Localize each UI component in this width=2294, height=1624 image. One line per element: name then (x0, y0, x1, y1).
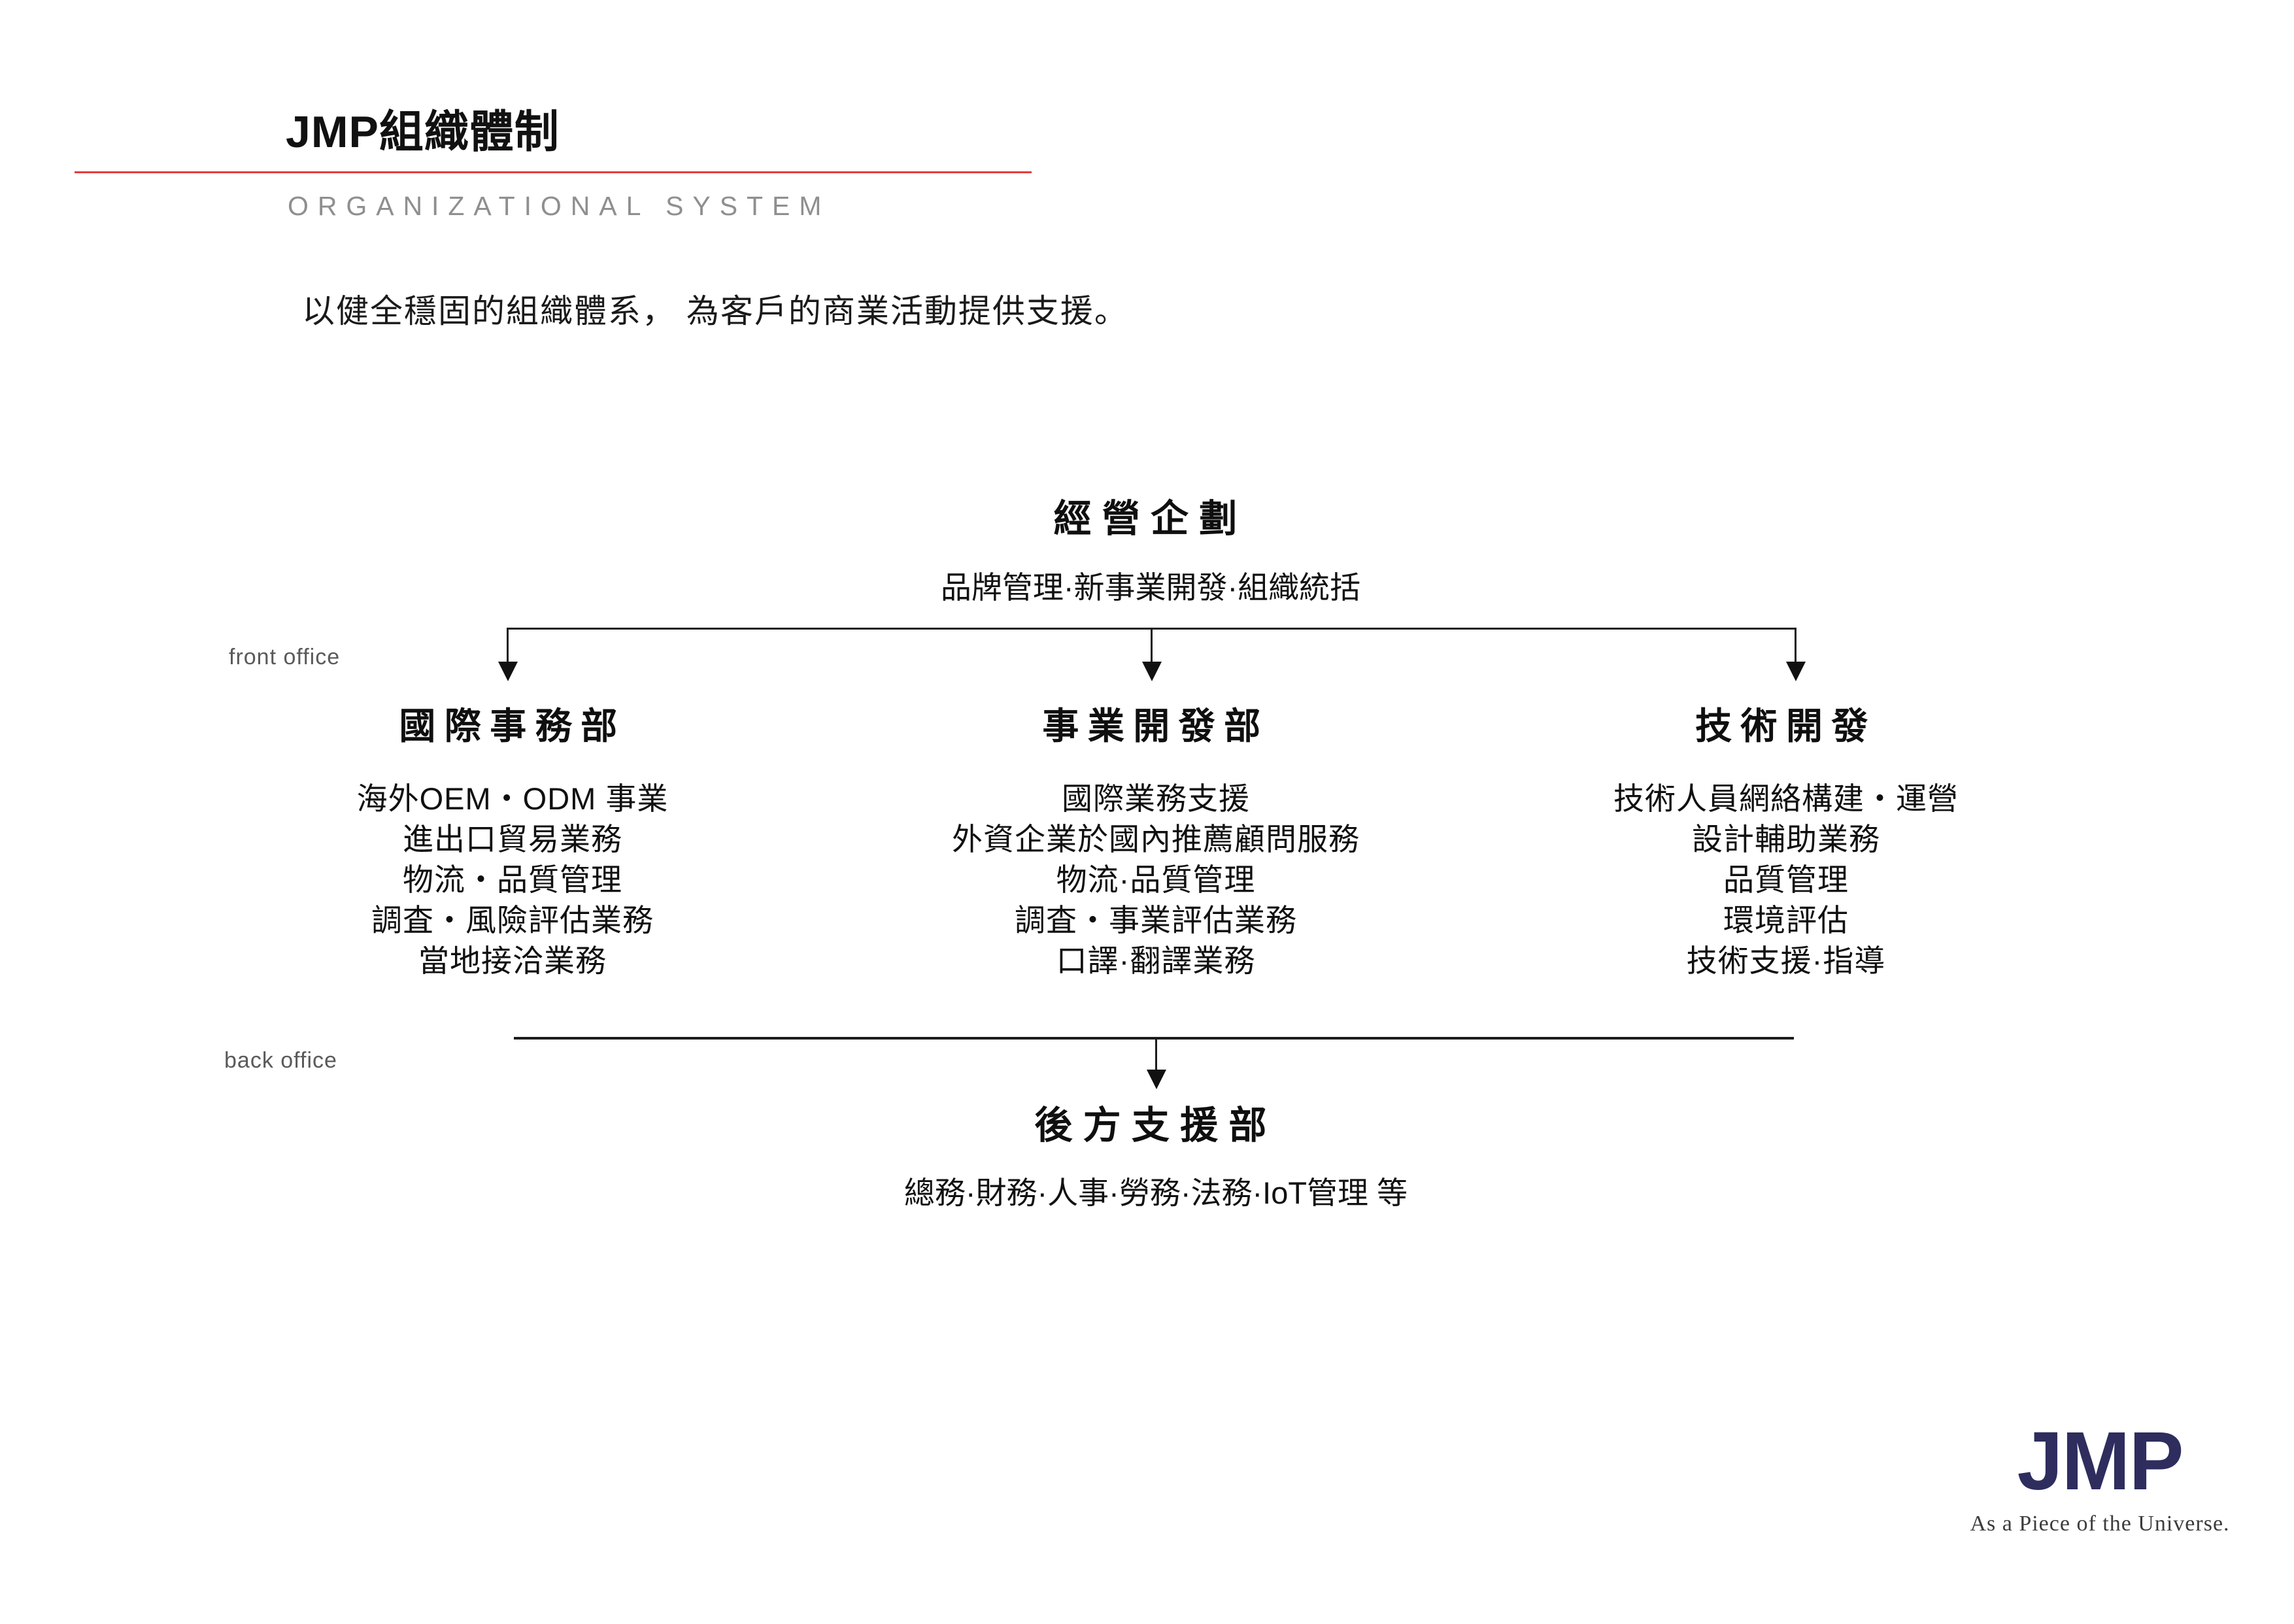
dept-item: 口譯·翻譯業務 (1056, 943, 1256, 978)
title-divider-line (75, 171, 1032, 173)
dept-item-list: 海外OEM・ODM 事業 進出口貿易業務 物流・品質管理 調査・風險評估業務 當… (218, 779, 807, 981)
front-connector-center (1151, 628, 1153, 663)
dept-item: 國際業務支援 (1062, 781, 1250, 816)
arrow-down-icon (498, 662, 518, 681)
dept-item: 技術人員網絡構建・運營 (1613, 781, 1959, 816)
dept-back-office-support-title: 後方支援部 (1034, 1104, 1277, 1147)
dept-item: 技術支援·指導 (1686, 943, 1886, 978)
page-subtitle: ORGANIZATIONAL SYSTEM (288, 191, 831, 221)
dept-item: 海外OEM・ODM 事業 (356, 781, 669, 816)
front-connector-right (1795, 628, 1796, 663)
back-branch-line (514, 1037, 1794, 1040)
dept-item: 調査・風險評估業務 (371, 903, 654, 938)
dept-business-development: 事業開發部 國際業務支援 外資企業於國內推薦顧問服務 物流·品質管理 調査・事業… (862, 697, 1450, 981)
arrow-down-icon (1786, 662, 1806, 681)
org-root-title: 經營企劃 (1053, 498, 1248, 540)
dept-back-office-support-subtitle: 總務·財務·人事·勞務·法務·IoT管理 等 (903, 1176, 1408, 1210)
dept-item: 品質管理 (1723, 862, 1849, 897)
dept-item: 外資企業於國內推薦顧問服務 (952, 822, 1360, 856)
company-logo: JMP As a Piece of the Universe. (1871, 1420, 2294, 1536)
dept-item: 物流・品質管理 (403, 862, 622, 897)
dept-item-list: 國際業務支援 外資企業於國內推薦顧問服務 物流·品質管理 調査・事業評估業務 口… (862, 779, 1450, 981)
jmp-logo-text: JMP (2017, 1415, 2184, 1507)
dept-title: 事業開發部 (1042, 705, 1270, 747)
dept-item: 調査・事業評估業務 (1015, 903, 1297, 938)
back-connector-center (1155, 1037, 1157, 1071)
org-root-subtitle: 品牌管理·新事業開發·組織統括 (940, 570, 1361, 605)
jmp-logo-tagline: As a Piece of the Universe. (1970, 1512, 2230, 1536)
back-office-label: back office (224, 1048, 337, 1073)
dept-item: 環境評估 (1723, 903, 1849, 938)
dept-item-list: 技術人員網絡構建・運營 設計輔助業務 品質管理 環境評估 技術支援·指導 (1492, 779, 2080, 981)
dept-item: 進出口貿易業務 (403, 822, 622, 856)
arrow-down-icon (1147, 1070, 1166, 1089)
page-title: JMP組織體制 (286, 107, 560, 157)
dept-technical-development: 技術開發 技術人員網絡構建・運營 設計輔助業務 品質管理 環境評估 技術支援·指… (1492, 697, 2080, 981)
front-office-label: front office (229, 645, 341, 669)
dept-item: 物流·品質管理 (1056, 862, 1256, 897)
dept-international-affairs: 國際事務部 海外OEM・ODM 事業 進出口貿易業務 物流・品質管理 調査・風險… (218, 697, 807, 981)
dept-title: 國際事務部 (399, 705, 626, 747)
page-description: 以健全穩固的組織體系， 為客戶的商業活動提供支援。 (302, 293, 1128, 330)
dept-item: 設計輔助業務 (1692, 822, 1880, 856)
arrow-down-icon (1142, 662, 1162, 681)
dept-item: 當地接洽業務 (418, 943, 607, 978)
front-connector-left (507, 628, 509, 663)
dept-title: 技術開發 (1695, 705, 1877, 747)
